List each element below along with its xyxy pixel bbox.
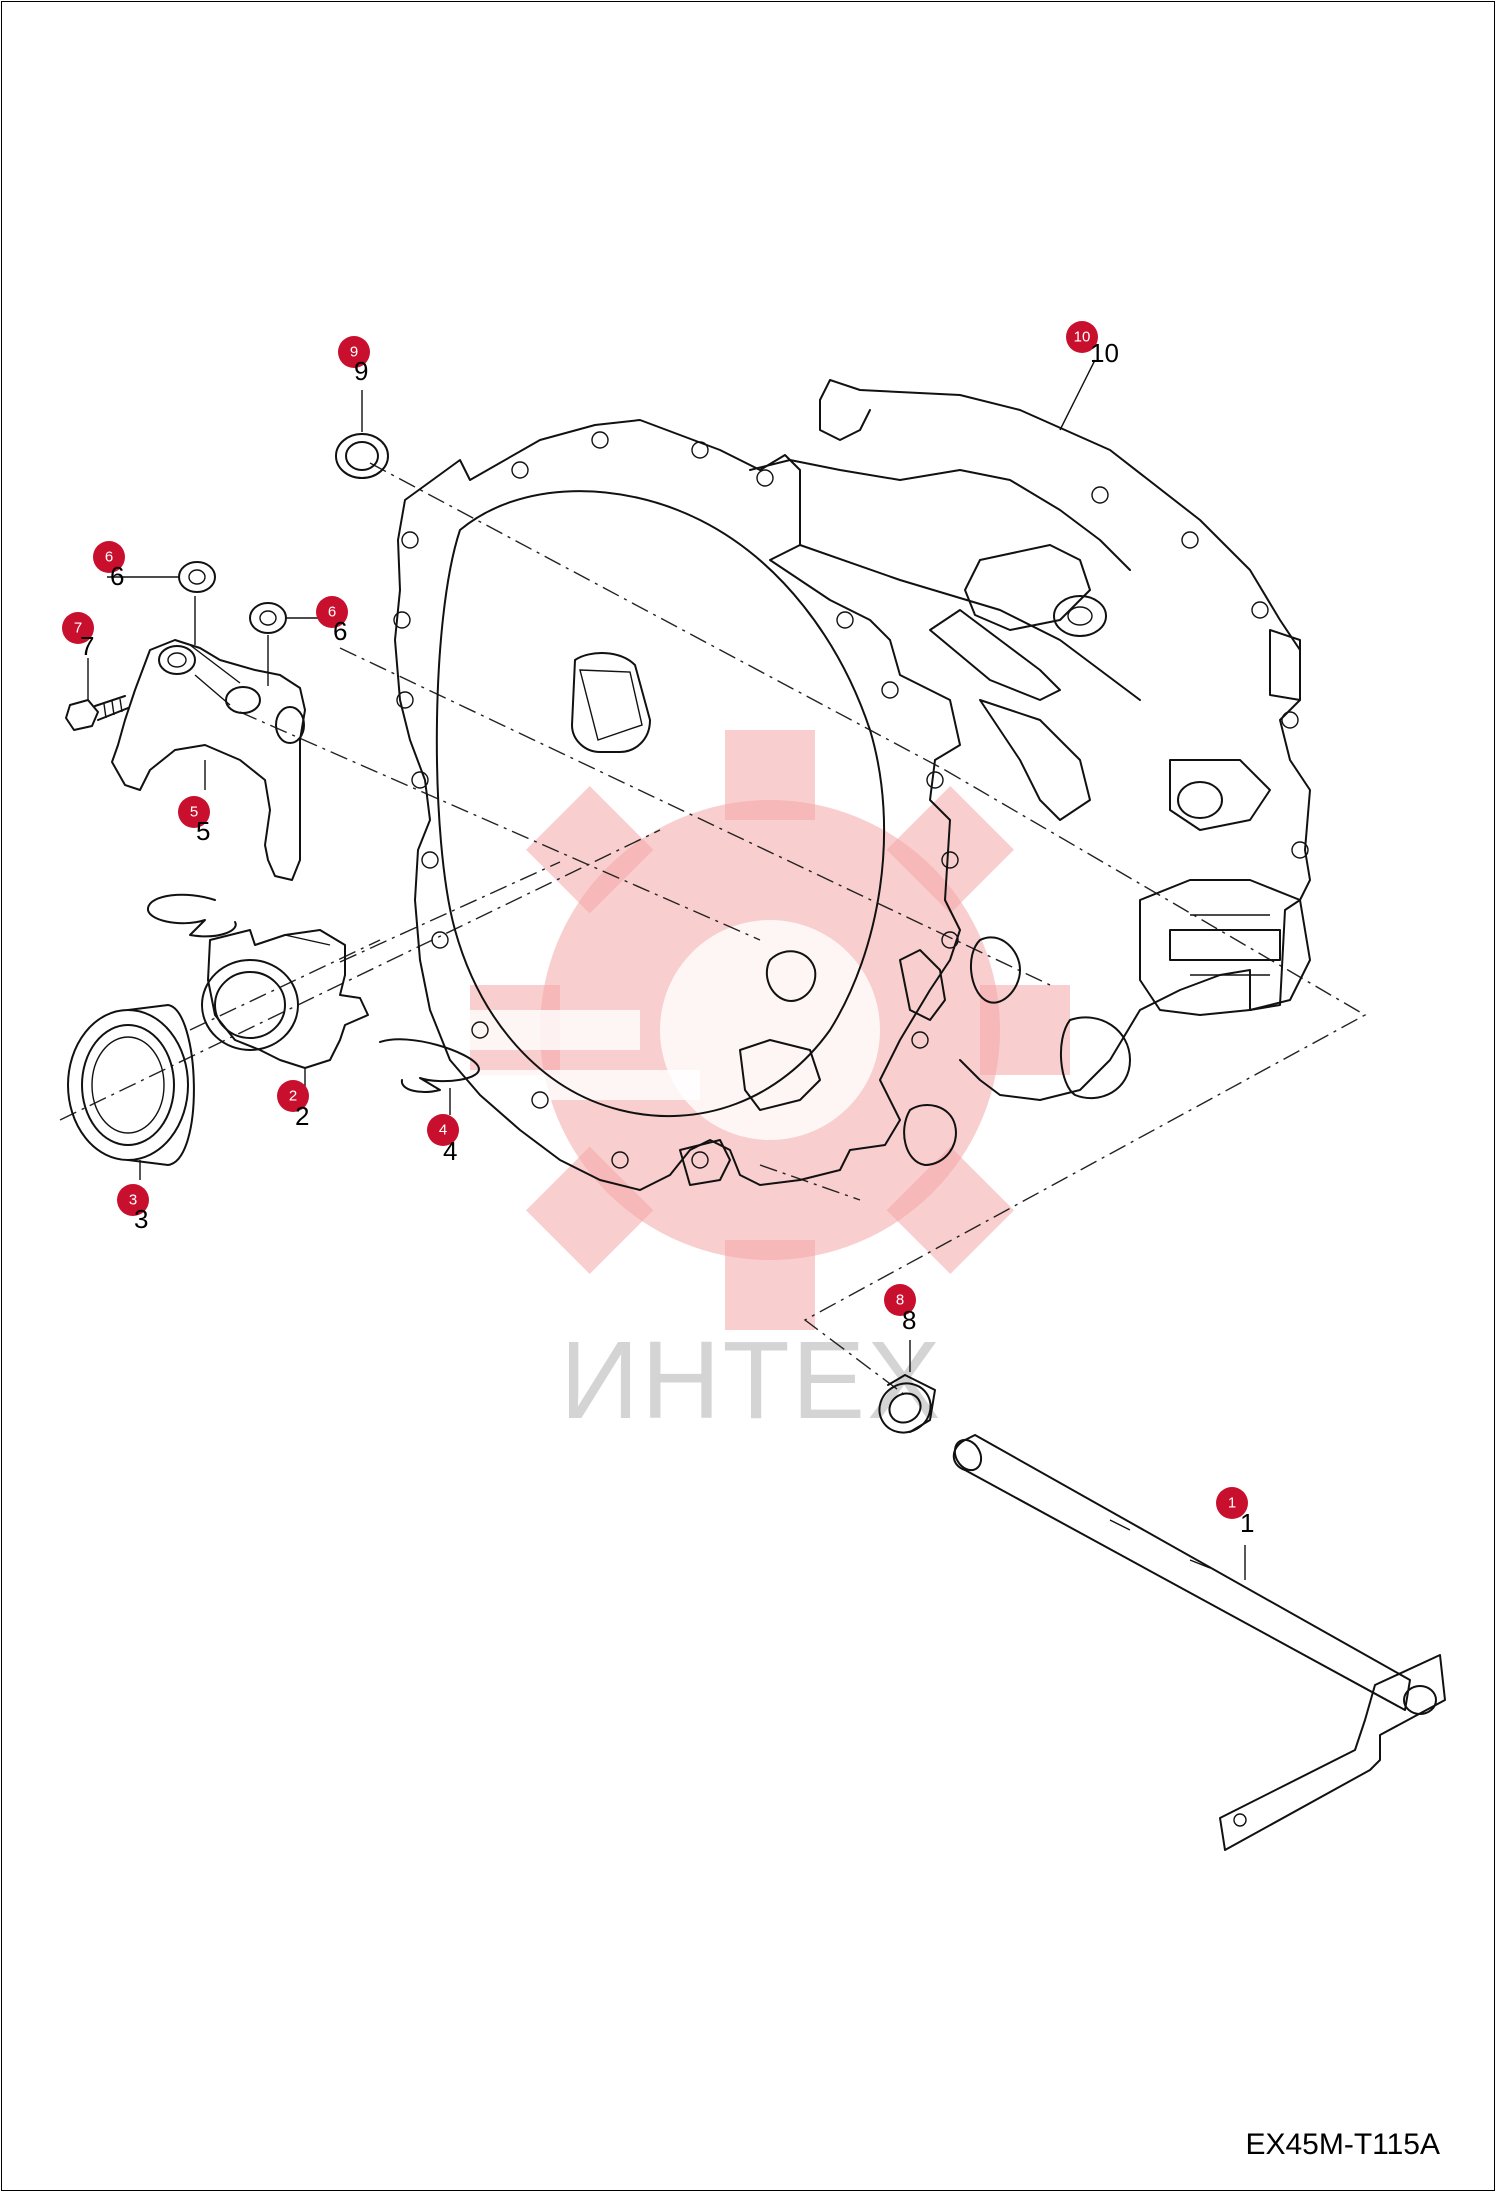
svg-text:5: 5 <box>196 816 210 846</box>
svg-text:3: 3 <box>134 1204 148 1234</box>
part-4-clip-lower <box>379 1038 480 1115</box>
callout-1[interactable]: 1 1 <box>1216 1487 1254 1538</box>
svg-text:3: 3 <box>129 1192 137 1209</box>
svg-text:9: 9 <box>350 344 358 361</box>
part-4-clip-upper <box>147 893 237 938</box>
svg-text:6: 6 <box>328 604 336 621</box>
watermark-text: ИНТЕХ <box>560 1319 942 1442</box>
svg-text:2: 2 <box>289 1088 297 1105</box>
callout-6-lower[interactable]: 6 6 <box>316 596 348 646</box>
part-8-bushing <box>878 1340 936 1434</box>
drawing-code-label: EX45M-T115A <box>1245 2128 1440 2161</box>
callout-8[interactable]: 8 8 <box>884 1284 916 1335</box>
svg-text:1: 1 <box>1240 1508 1254 1538</box>
part-3-release-bearing <box>67 1004 195 1180</box>
svg-text:5: 5 <box>190 804 198 821</box>
svg-text:4: 4 <box>439 1122 447 1139</box>
callout-9[interactable]: 9 9 <box>338 336 370 386</box>
svg-text:6: 6 <box>333 616 347 646</box>
callout-2[interactable]: 2 2 <box>277 1080 309 1131</box>
svg-text:8: 8 <box>902 1305 916 1335</box>
svg-text:9: 9 <box>354 356 368 386</box>
watermark-logo <box>440 730 1070 1330</box>
assembly-axes <box>59 462 1367 1396</box>
svg-text:7: 7 <box>80 631 94 661</box>
leader-lines <box>107 359 1096 619</box>
svg-text:10: 10 <box>1074 329 1091 346</box>
callout-4[interactable]: 4 4 <box>427 1114 459 1166</box>
part-9-oil-seal <box>335 390 389 479</box>
callout-10[interactable]: 10 10 <box>1066 321 1119 368</box>
callout-7[interactable]: 7 7 <box>62 612 94 661</box>
part-6-washer-upper <box>145 561 216 593</box>
callout-3[interactable]: 3 3 <box>117 1184 149 1234</box>
part-1-release-shaft <box>952 1434 1446 1851</box>
svg-text:6: 6 <box>110 561 124 591</box>
part-2-bearing-sleeve <box>201 929 369 1090</box>
svg-text:7: 7 <box>74 620 82 637</box>
svg-text:8: 8 <box>896 1292 904 1309</box>
part-6-washer-lower <box>249 602 318 634</box>
svg-text:10: 10 <box>1090 338 1119 368</box>
callout-6-upper[interactable]: 6 6 <box>93 541 125 591</box>
callout-5[interactable]: 5 5 <box>178 796 210 846</box>
svg-text:1: 1 <box>1228 1495 1236 1512</box>
part-7-bolt <box>65 658 129 731</box>
part-5-release-fork <box>111 596 306 881</box>
part-10-transmission-housing <box>393 379 1311 1191</box>
svg-text:4: 4 <box>443 1136 457 1166</box>
svg-text:6: 6 <box>105 549 113 566</box>
svg-text:2: 2 <box>295 1101 309 1131</box>
